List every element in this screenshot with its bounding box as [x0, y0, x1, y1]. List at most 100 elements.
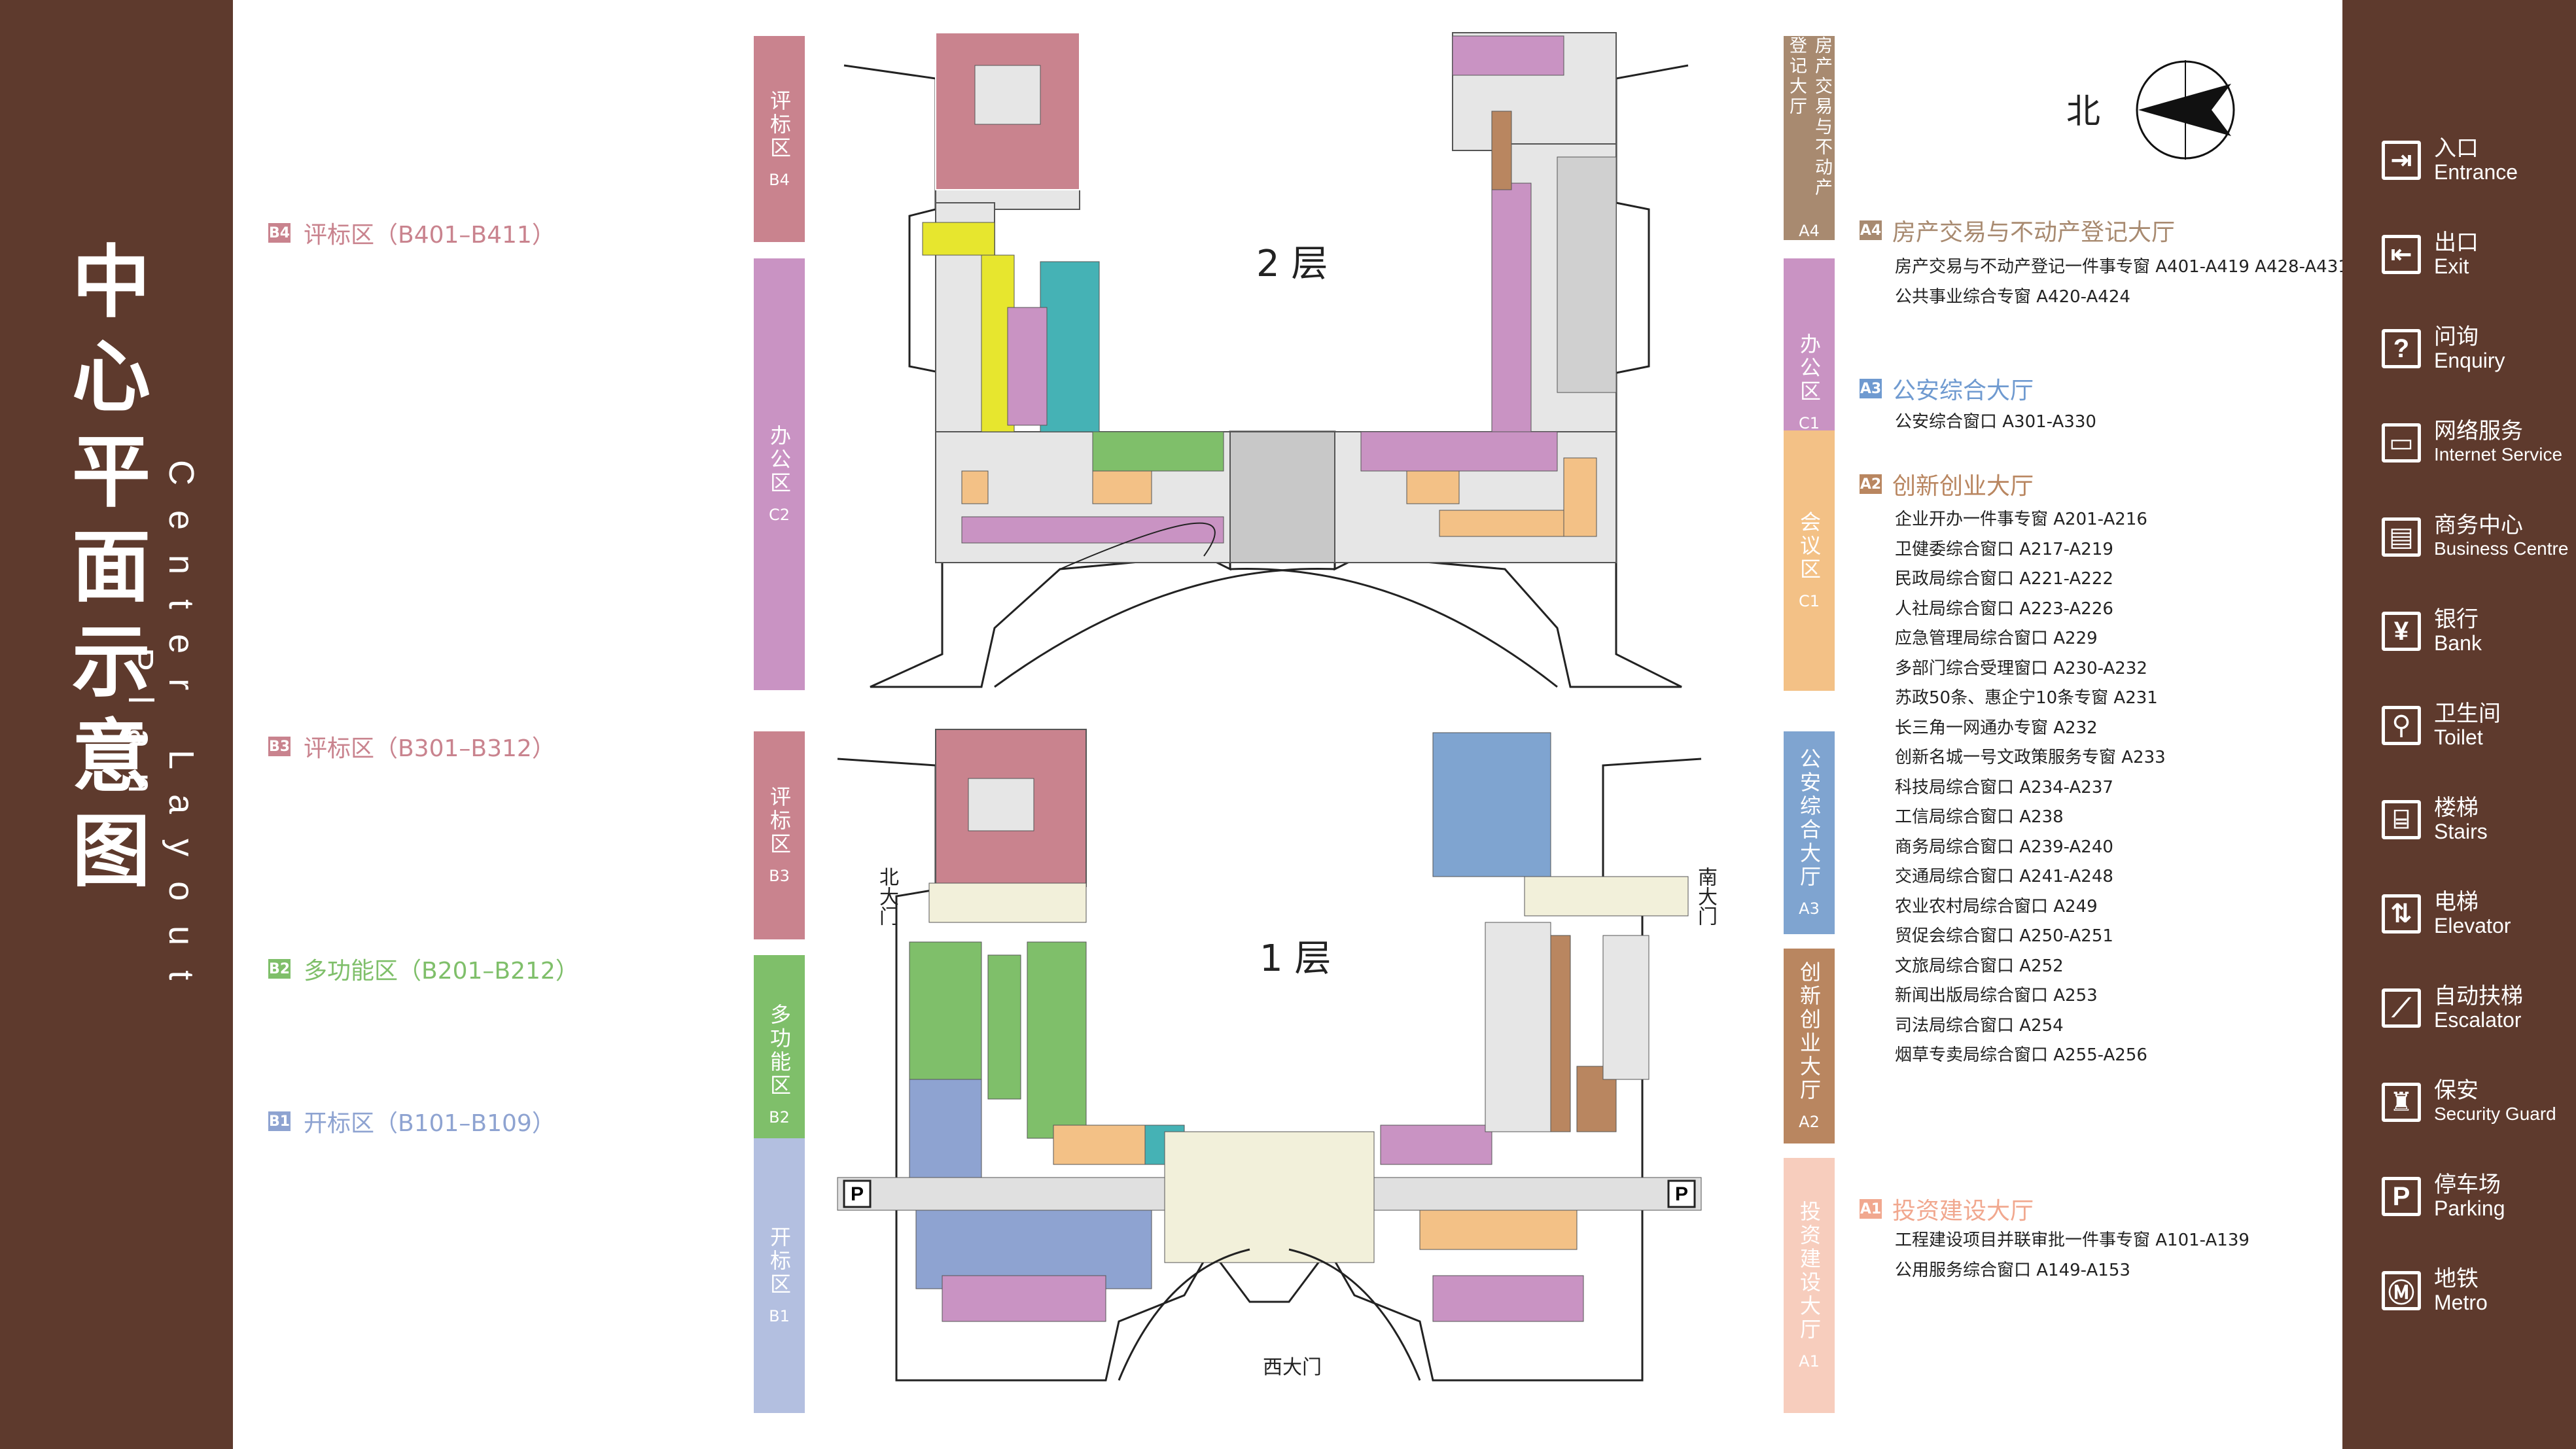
legend-label-cn: 停车场 [2434, 1172, 2501, 1198]
legend-label-cn: 保安 [2434, 1077, 2479, 1104]
room-zone-c1 [1452, 35, 1564, 76]
floor-label-1: 1 层 [1260, 937, 1332, 980]
list-item: 司法局综合窗口 A254 [1895, 1015, 2064, 1036]
list-item: 工信局综合窗口 A238 [1895, 807, 2064, 827]
zone-bar-text: 评标区 [767, 89, 792, 160]
gate-north: 北大门 [875, 867, 898, 926]
hall-badge: A4 [1860, 220, 1882, 240]
legend-label-cn: 自动扶梯 [2434, 983, 2523, 1009]
zone-bar-code: A2 [1799, 1113, 1820, 1131]
legend-label-en: Metro [2434, 1291, 2488, 1314]
list-item: 创新名城一号文政策服务专窗 A233 [1895, 748, 2166, 767]
zone-badge: B4 [268, 223, 291, 243]
title-char: 示 [72, 617, 150, 708]
list-item: 科技局综合窗口 A234-A237 [1895, 777, 2113, 797]
zone-bar-code: B3 [769, 867, 790, 885]
list-item: 公共事业综合专窗 A420-A424 [1895, 287, 2130, 307]
list-item: 公安综合窗口 A301-A330 [1895, 412, 2096, 432]
legend-label-en: Security Guard [2434, 1104, 2556, 1124]
legend-label-en: Elevator [2434, 914, 2511, 937]
zone-badge: B1 [268, 1111, 291, 1131]
room-zone-b2 [1027, 941, 1087, 1139]
list-item: 苏政50条、惠企宁10条专窗 A231 [1895, 688, 2158, 708]
list-item: 民政局综合窗口 A221-A222 [1895, 569, 2113, 589]
hall-title-a2: A2 创新创业大厅 [1860, 467, 2034, 501]
zone-bar-text: 开标区 [767, 1226, 792, 1297]
page-title-english: Center Layout Plan [121, 460, 201, 1005]
legend-label-en: Parking [2434, 1196, 2505, 1220]
toilet-icon: ⚲ [2382, 706, 2421, 745]
zone-bar-b2: 多功能区 B2 [754, 955, 805, 1174]
hall-title-a3: A3 公安综合大厅 [1860, 372, 2034, 406]
zone-bar-a2: 创新创业大厅 A2 [1784, 949, 1835, 1143]
room-orange [1563, 457, 1597, 537]
list-item: 人社局综合窗口 A223-A226 [1895, 599, 2113, 619]
zone-label-text: 开标区（B101–B109） [304, 1110, 556, 1137]
room-block [974, 65, 1041, 125]
parking-glyph: P [1675, 1183, 1688, 1205]
central-lobby [1164, 1131, 1375, 1263]
building-curve [994, 568, 1335, 688]
compass-icon [2136, 60, 2235, 160]
page-title: 中 心 平 面 示 意 图 [65, 236, 157, 899]
title-char: 面 [72, 522, 150, 613]
zone-label-text: 评标区（B301–B312） [304, 735, 556, 762]
zone-label-text: 评标区（B401–B411） [304, 222, 556, 249]
legend-label-en: Internet Service [2434, 444, 2563, 464]
zone-bar-code: A3 [1799, 899, 1820, 918]
room-zone-c2 [1007, 307, 1048, 426]
zone-bar-code: C2 [768, 506, 790, 524]
zone-bar-text: 投资建设大厅 [1797, 1200, 1822, 1342]
zone-bar-b3: 评标区 B3 [754, 731, 805, 939]
title-char: 心 [72, 332, 150, 423]
room-block [1602, 935, 1650, 1080]
legend-label-cn: 地铁 [2434, 1266, 2479, 1292]
parking-icon: P [2382, 1177, 2421, 1216]
zone-bar-a3: 公安综合大厅 A3 [1784, 731, 1835, 934]
business-centre-icon: ▤ [2382, 517, 2421, 557]
list-item: 贸促会综合窗口 A250-A251 [1895, 926, 2113, 946]
atrium [1557, 156, 1617, 393]
room-orange [1439, 510, 1571, 537]
room-purple [1432, 1275, 1584, 1322]
list-item: 农业农村局综合窗口 A249 [1895, 896, 2098, 917]
zone-bar-code: C1 [1798, 592, 1820, 610]
legend-label-en: Business Centre [2434, 538, 2569, 559]
internet-icon: ▭ [2382, 423, 2421, 463]
zone-label-b1: B1 开标区（B101–B109） [268, 1104, 556, 1138]
room-zone-c2 [961, 516, 1224, 544]
parking-icon [1667, 1179, 1696, 1208]
hall-list-a3: 公安综合窗口 A301-A330 [1895, 408, 2096, 438]
legend-label-cn: 出口 [2434, 230, 2479, 256]
list-item: 多部门综合受理窗口 A230-A232 [1895, 658, 2147, 678]
zone-label-b3: B3 评标区（B301–B312） [268, 729, 556, 763]
room-purple [1380, 1125, 1492, 1165]
entrance-hall [1524, 876, 1689, 917]
escalator-icon: ⟋ [2382, 988, 2421, 1028]
list-item: 卫健委综合窗口 A217-A219 [1895, 539, 2113, 559]
legend-label-cn: 卫生间 [2434, 701, 2501, 727]
legend-label-cn: 楼梯 [2434, 795, 2479, 821]
room-orange [1092, 470, 1152, 504]
zone-bar-code: B2 [769, 1108, 790, 1126]
zone-label-b2: B2 多功能区（B201–B212） [268, 952, 579, 986]
zone-bar-a1: 投资建设大厅 A1 [1784, 1158, 1835, 1413]
zone-label-b4: B4 评标区（B401–B411） [268, 216, 556, 250]
legend-label-en: Stairs [2434, 820, 2488, 843]
hall-list-a1: 工程建设项目并联审批一件事专窗 A101-A139 公用服务综合窗口 A149-… [1895, 1226, 2250, 1285]
zone-bar-text: 公安综合大厅 [1797, 748, 1822, 889]
room-yellow [922, 222, 995, 256]
parking-glyph: P [851, 1183, 864, 1205]
legend-label-cn: 问询 [2434, 324, 2479, 350]
zone-bar-text: 评标区 [767, 786, 792, 856]
elevator-icon: ⇅ [2382, 894, 2421, 934]
list-item: 烟草专卖局综合窗口 A255-A256 [1895, 1045, 2147, 1065]
zone-bar-text: 会议区 [1797, 511, 1822, 582]
exit-icon: ⇤ [2382, 235, 2421, 274]
